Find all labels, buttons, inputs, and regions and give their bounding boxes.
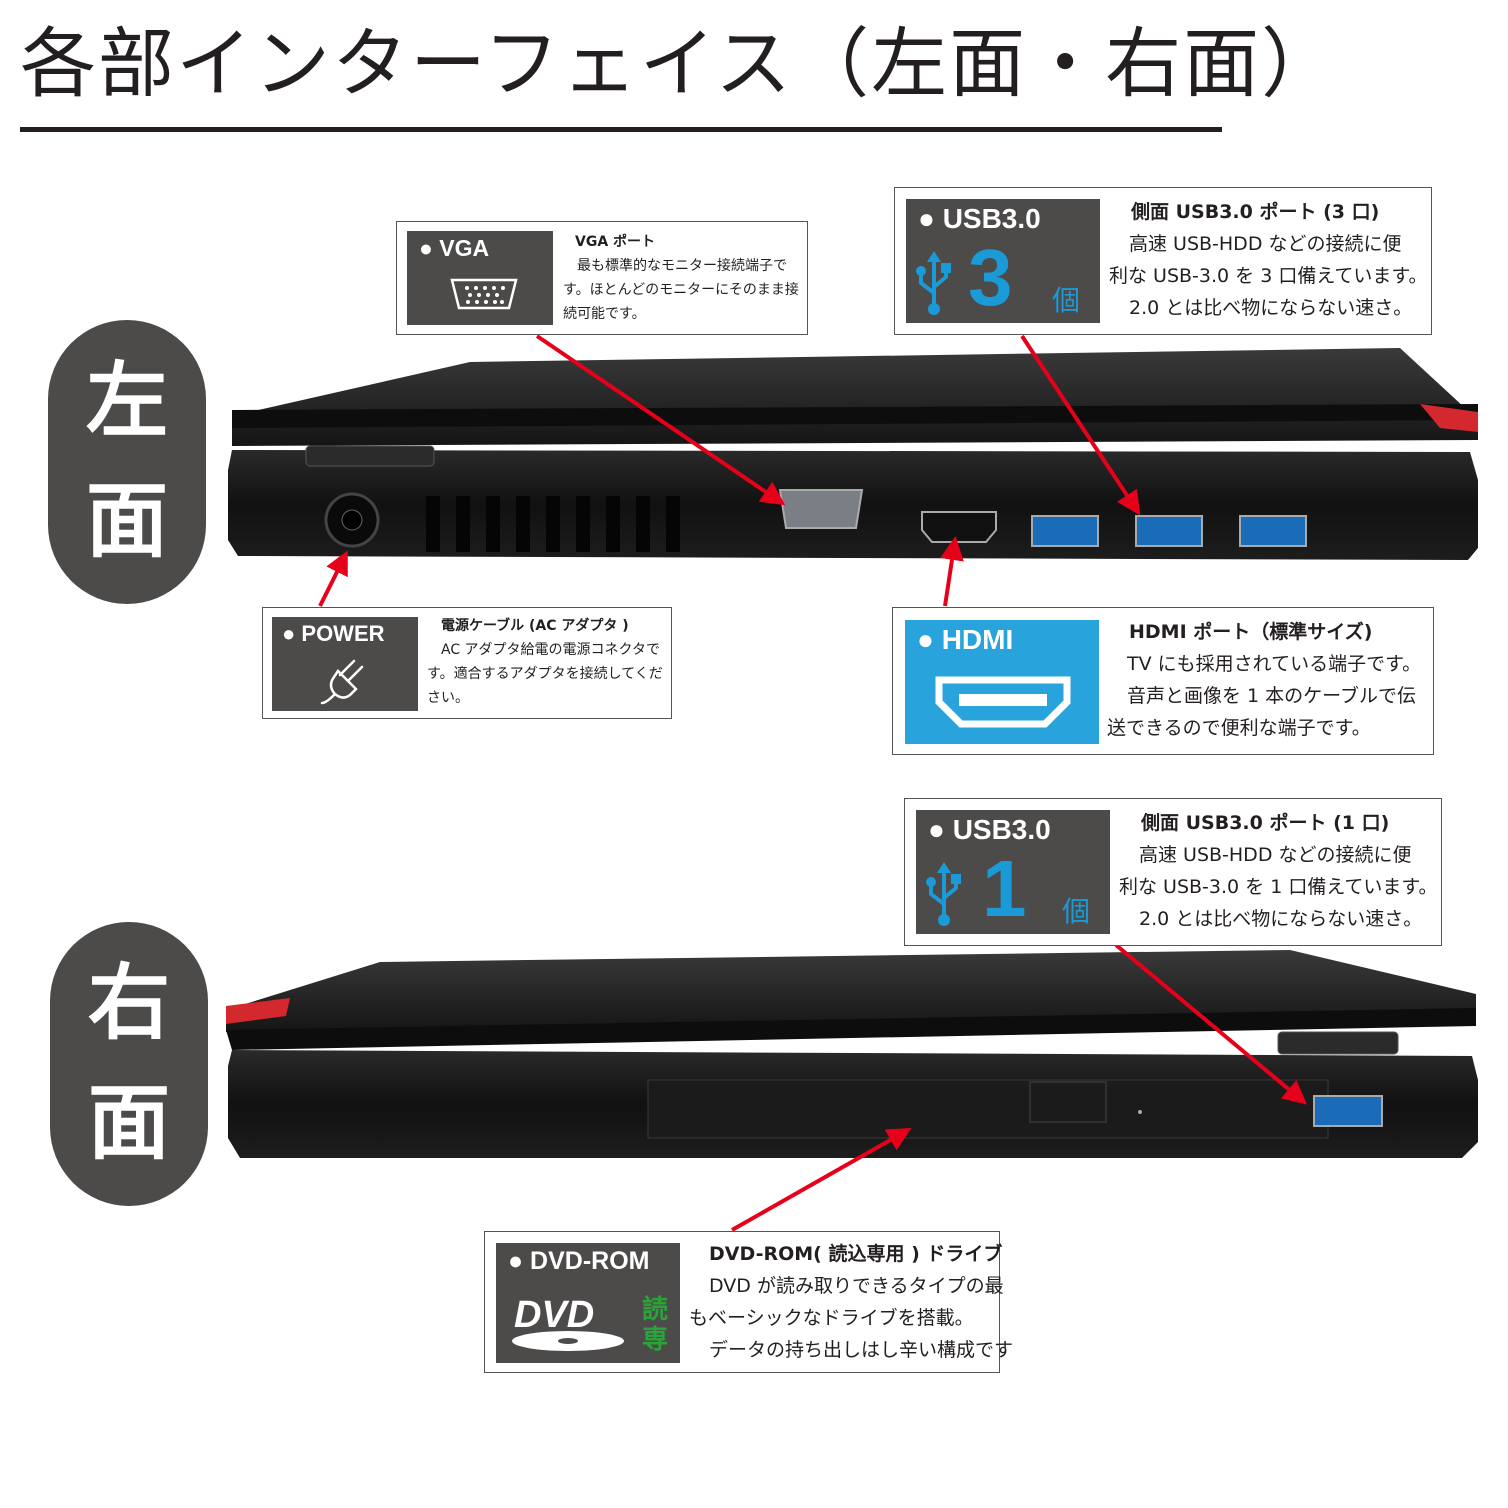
callout-arrows — [318, 334, 1308, 1232]
left-side-char-1: 左 — [85, 354, 168, 449]
vga-description: VGA ポート 最も標準的なモニター接続端子です。ほとんどのモニターにそのまま接… — [563, 230, 801, 326]
vga-port-icon — [450, 278, 518, 310]
dvd-body-3: データの持ち出しはし辛い構成です — [709, 1339, 1014, 1361]
dvd-tag-char-1: 読 — [642, 1295, 669, 1325]
dvd-badge: ● DVD-ROM DVD 読 専 — [496, 1243, 680, 1363]
usb-left-body-2: 利な USB-3.0 を 3 口備えています。 — [1109, 265, 1428, 287]
right-side-char-1: 右 — [87, 956, 170, 1051]
dvd-heading: DVD-ROM( 読込専用 ) ドライブ — [709, 1243, 1003, 1265]
usb-left-body-3: 2.0 とは比べ物にならない速さ。 — [1129, 297, 1413, 319]
hdmi-body-2: 音声と画像を 1 本のケーブルで伝 — [1127, 685, 1417, 707]
vga-badge: ● VGA — [407, 231, 553, 325]
usb-right-body-1: 高速 USB-HDD などの接続に便 — [1139, 844, 1412, 866]
usb-left-description: 側面 USB3.0 ポート (3 口) 高速 USB-HDD などの接続に便 利… — [1109, 196, 1427, 324]
power-plug-icon — [320, 659, 364, 705]
usb-right-heading: 側面 USB3.0 ポート (1 口) — [1141, 812, 1390, 834]
usb-right-callout: ● USB3.0 1 個 側面 USB3.0 ポート (1 口) 高速 USB-… — [904, 798, 1442, 946]
hdmi-description: HDMI ポート（標準サイズ) TV にも採用されている端子です。 音声と画像を… — [1107, 616, 1429, 744]
vent-grille — [426, 496, 680, 552]
dvd-logo-icon: DVD — [512, 1294, 624, 1351]
vga-callout: ● VGA VGA ポート 最も標準的なモニター接続端子です。ほとんどのモニター… — [396, 221, 808, 335]
usb-icon — [926, 862, 961, 926]
power-callout: ● POWER 電源ケーブル (AC アダプタ ) AC アダプタ給電の電源コネ… — [262, 607, 672, 719]
dvd-tag-char-2: 専 — [642, 1325, 669, 1355]
vga-heading: VGA ポート — [575, 234, 656, 250]
dvd-logo-text: DVD — [514, 1294, 594, 1336]
hdmi-body-1: TV にも採用されている端子です。 — [1127, 653, 1422, 675]
hdmi-heading: HDMI ポート（標準サイズ) — [1129, 621, 1373, 643]
usb-right-badge-title: ● USB3.0 — [928, 814, 1051, 845]
power-heading: 電源ケーブル (AC アダプタ ) — [441, 618, 629, 634]
right-side-char-2: 面 — [87, 1076, 170, 1171]
dvd-badge-title: ● DVD-ROM — [508, 1247, 650, 1275]
dvd-body-2: もベーシックなドライブを搭載。 — [689, 1307, 974, 1329]
usb-left-heading: 側面 USB3.0 ポート (3 口) — [1131, 201, 1380, 223]
hdmi-port-icon — [935, 676, 1071, 728]
dvd-description: DVD-ROM( 読込専用 ) ドライブ DVD が読み取りできるタイプの最 も… — [689, 1238, 1014, 1366]
usb-right-description: 側面 USB3.0 ポート (1 口) 高速 USB-HDD などの接続に便 利… — [1119, 807, 1437, 935]
vga-body: 最も標準的なモニター接続端子です。ほとんどのモニターにそのまま接続可能です。 — [563, 258, 799, 322]
usb-right-body-3: 2.0 とは比べ物にならない速さ。 — [1139, 908, 1423, 930]
dvd-read-only-tag: 読 専 — [642, 1295, 668, 1355]
title-underline — [20, 127, 1222, 132]
usb-right-body-2: 利な USB-3.0 を 1 口備えています。 — [1119, 876, 1438, 898]
usb-icon — [916, 251, 951, 315]
dvd-callout: ● DVD-ROM DVD 読 専 DVD-ROM( 読込専用 ) ドライブ D… — [484, 1231, 1014, 1373]
left-side-laptop — [228, 348, 1478, 560]
usb-left-body-1: 高速 USB-HDD などの接続に便 — [1129, 233, 1402, 255]
usb-left-badge-title: ● USB3.0 — [918, 203, 1041, 234]
dvd-body-1: DVD が読み取りできるタイプの最 — [709, 1275, 1004, 1297]
power-badge: ● POWER — [272, 617, 418, 711]
usb-left-callout: ● USB3.0 3 個 側面 USB3.0 ポート (3 口) 高速 USB-… — [894, 187, 1432, 335]
hdmi-badge: ● HDMI — [905, 620, 1099, 744]
power-badge-title: ● POWER — [282, 621, 385, 646]
page-title: 各部インターフェイス（左面・右面） — [20, 19, 1340, 108]
hdmi-badge-title: ● HDMI — [917, 624, 1014, 655]
usb-left-unit: 個 — [1052, 284, 1081, 317]
usb-right-count: 1 — [982, 844, 1027, 933]
usb-right-unit: 個 — [1062, 895, 1091, 928]
hdmi-body-3: 送できるので便利な端子です。 — [1107, 717, 1371, 739]
usb-right-badge: ● USB3.0 1 個 — [916, 810, 1110, 934]
left-side-char-2: 面 — [85, 474, 168, 569]
usb-left-count: 3 — [968, 233, 1013, 322]
right-side-laptop — [226, 950, 1478, 1158]
left-side-label: 左 面 — [48, 320, 206, 604]
vga-badge-title: ● VGA — [419, 235, 490, 261]
power-body: AC アダプタ給電の電源コネクタです。適合するアダプタを接続してください。 — [427, 642, 663, 706]
hdmi-callout: ● HDMI HDMI ポート（標準サイズ) TV にも採用されている端子です。… — [892, 607, 1434, 755]
usb-left-badge: ● USB3.0 3 個 — [906, 199, 1100, 323]
power-description: 電源ケーブル (AC アダプタ ) AC アダプタ給電の電源コネクタです。適合す… — [427, 614, 667, 710]
right-side-label: 右 面 — [50, 922, 208, 1206]
